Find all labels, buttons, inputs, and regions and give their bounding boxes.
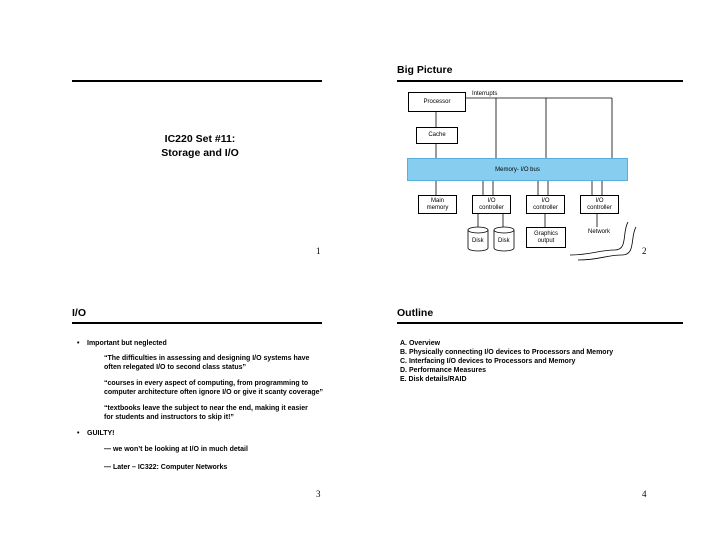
cover-title-line1: IC220 Set #11: bbox=[164, 133, 236, 145]
outline-item-c: C. Interfacing I/O devices to Processors… bbox=[400, 358, 576, 365]
interrupts-label: Interrupts bbox=[472, 91, 498, 97]
slide-2: Big Picture bbox=[360, 0, 720, 278]
title-rule bbox=[397, 322, 683, 324]
quote-2-line-1: “courses in every aspect of computing, f… bbox=[104, 380, 309, 387]
outline-item-b: B. Physically connecting I/O devices to … bbox=[400, 349, 614, 356]
sub-item-2: — Later – IC322: Computer Networks bbox=[104, 464, 228, 471]
io-controller-label-2: controller bbox=[479, 204, 504, 211]
io-controller-box-1: I/O controller bbox=[472, 195, 511, 214]
bullet-1: Important but neglected bbox=[87, 340, 167, 347]
main-memory-box: Main memory bbox=[418, 195, 457, 214]
main-memory-label-1: Main bbox=[430, 197, 444, 204]
page-number: 3 bbox=[316, 489, 321, 499]
quote-1-line-2: often relegated I/O to second class stat… bbox=[104, 364, 246, 371]
io-controller-box-2: I/O controller bbox=[526, 195, 565, 214]
network-label: Network bbox=[588, 229, 611, 235]
slide-title: Outline bbox=[397, 307, 434, 319]
quote-1-line-1: “The difficulties in assessing and desig… bbox=[104, 355, 310, 362]
graphics-output-box: Graphics output bbox=[526, 227, 566, 248]
outline-item-a: A. Overview bbox=[400, 340, 441, 347]
bullet-marker-1: • bbox=[77, 340, 80, 347]
main-memory-label-2: memory bbox=[426, 204, 449, 211]
io-controller-label-2: controller bbox=[533, 204, 558, 211]
page-number: 4 bbox=[642, 489, 647, 499]
disk-label-2: Disk bbox=[498, 238, 510, 244]
processor-box: Processor bbox=[408, 92, 466, 112]
outline-item-d: D. Performance Measures bbox=[400, 367, 486, 374]
memory-io-bus: Memory- I/O bus bbox=[407, 158, 628, 181]
slide-3: I/O • Important but neglected “The diffi… bbox=[0, 278, 360, 556]
slide-title: Big Picture bbox=[397, 64, 453, 76]
io-controller-label-1: I/O bbox=[487, 197, 496, 204]
title-rule bbox=[72, 322, 322, 324]
cover-title-line2: Storage and I/O bbox=[161, 147, 239, 159]
quote-3-line-2: for students and instructors to skip it!… bbox=[104, 414, 234, 421]
title-rule bbox=[397, 80, 683, 82]
page-number: 2 bbox=[642, 246, 647, 256]
slide-1: IC220 Set #11: Storage and I/O 1 bbox=[0, 0, 360, 278]
title-rule bbox=[72, 80, 322, 82]
io-controller-label-2: controller bbox=[587, 204, 612, 211]
bullet-marker-2: • bbox=[77, 430, 80, 437]
slide-title: I/O bbox=[72, 307, 87, 319]
page-number: 1 bbox=[316, 246, 321, 256]
slide-4: Outline A. Overview B. Physically connec… bbox=[360, 278, 720, 556]
io-controller-box-3: I/O controller bbox=[580, 195, 619, 214]
disk-label-1: Disk bbox=[472, 238, 484, 244]
io-controller-label-1: I/O bbox=[595, 197, 604, 204]
quote-2-line-2: computer architecture often ignore I/O o… bbox=[104, 389, 324, 396]
big-picture-diagram-lines bbox=[435, 97, 637, 261]
graphics-label-2: output bbox=[537, 237, 555, 244]
sub-item-1: — we won’t be looking at I/O in much det… bbox=[104, 446, 248, 453]
outline-item-e: E. Disk details/RAID bbox=[400, 376, 467, 383]
quote-3-line-1: “textbooks leave the subject to near the… bbox=[104, 405, 308, 412]
bullet-2: GUILTY! bbox=[87, 430, 115, 437]
cache-box: Cache bbox=[416, 127, 458, 144]
graphics-label-1: Graphics bbox=[533, 230, 558, 237]
io-controller-label-1: I/O bbox=[541, 197, 550, 204]
